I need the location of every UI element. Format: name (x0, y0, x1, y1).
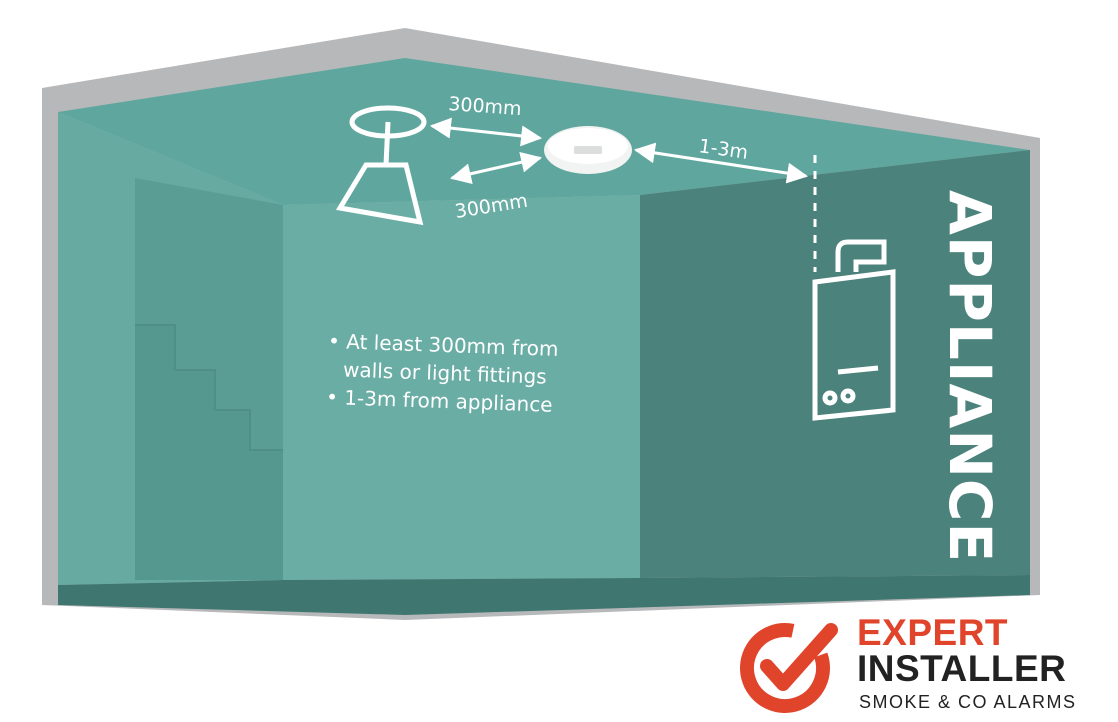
co-alarm-icon (544, 126, 632, 174)
back-wall (283, 195, 640, 580)
appliance-word: APPLIANCE (936, 190, 1004, 563)
logo-tagline: SMOKE & CO ALARMS (859, 692, 1077, 712)
checkmark-badge-icon (740, 623, 838, 713)
expert-installer-logo: EXPERT INSTALLER SMOKE & CO ALARMS (735, 612, 1115, 720)
logo-line-installer: INSTALLER (857, 648, 1067, 689)
wall-gap-arrow (449, 151, 543, 185)
boiler-icon (812, 239, 896, 421)
appliance-gap-arrow (633, 142, 809, 184)
logo-line-expert: EXPERT (857, 612, 1009, 653)
stairs (135, 325, 283, 580)
right-wall (640, 150, 1030, 578)
light-gap-arrow (429, 117, 543, 147)
floor (58, 575, 1030, 615)
ceiling-light-icon (335, 105, 427, 226)
light-gap-label: 300mm (448, 93, 523, 120)
guidance-text: • At least 300mm from walls or light fit… (326, 329, 559, 417)
